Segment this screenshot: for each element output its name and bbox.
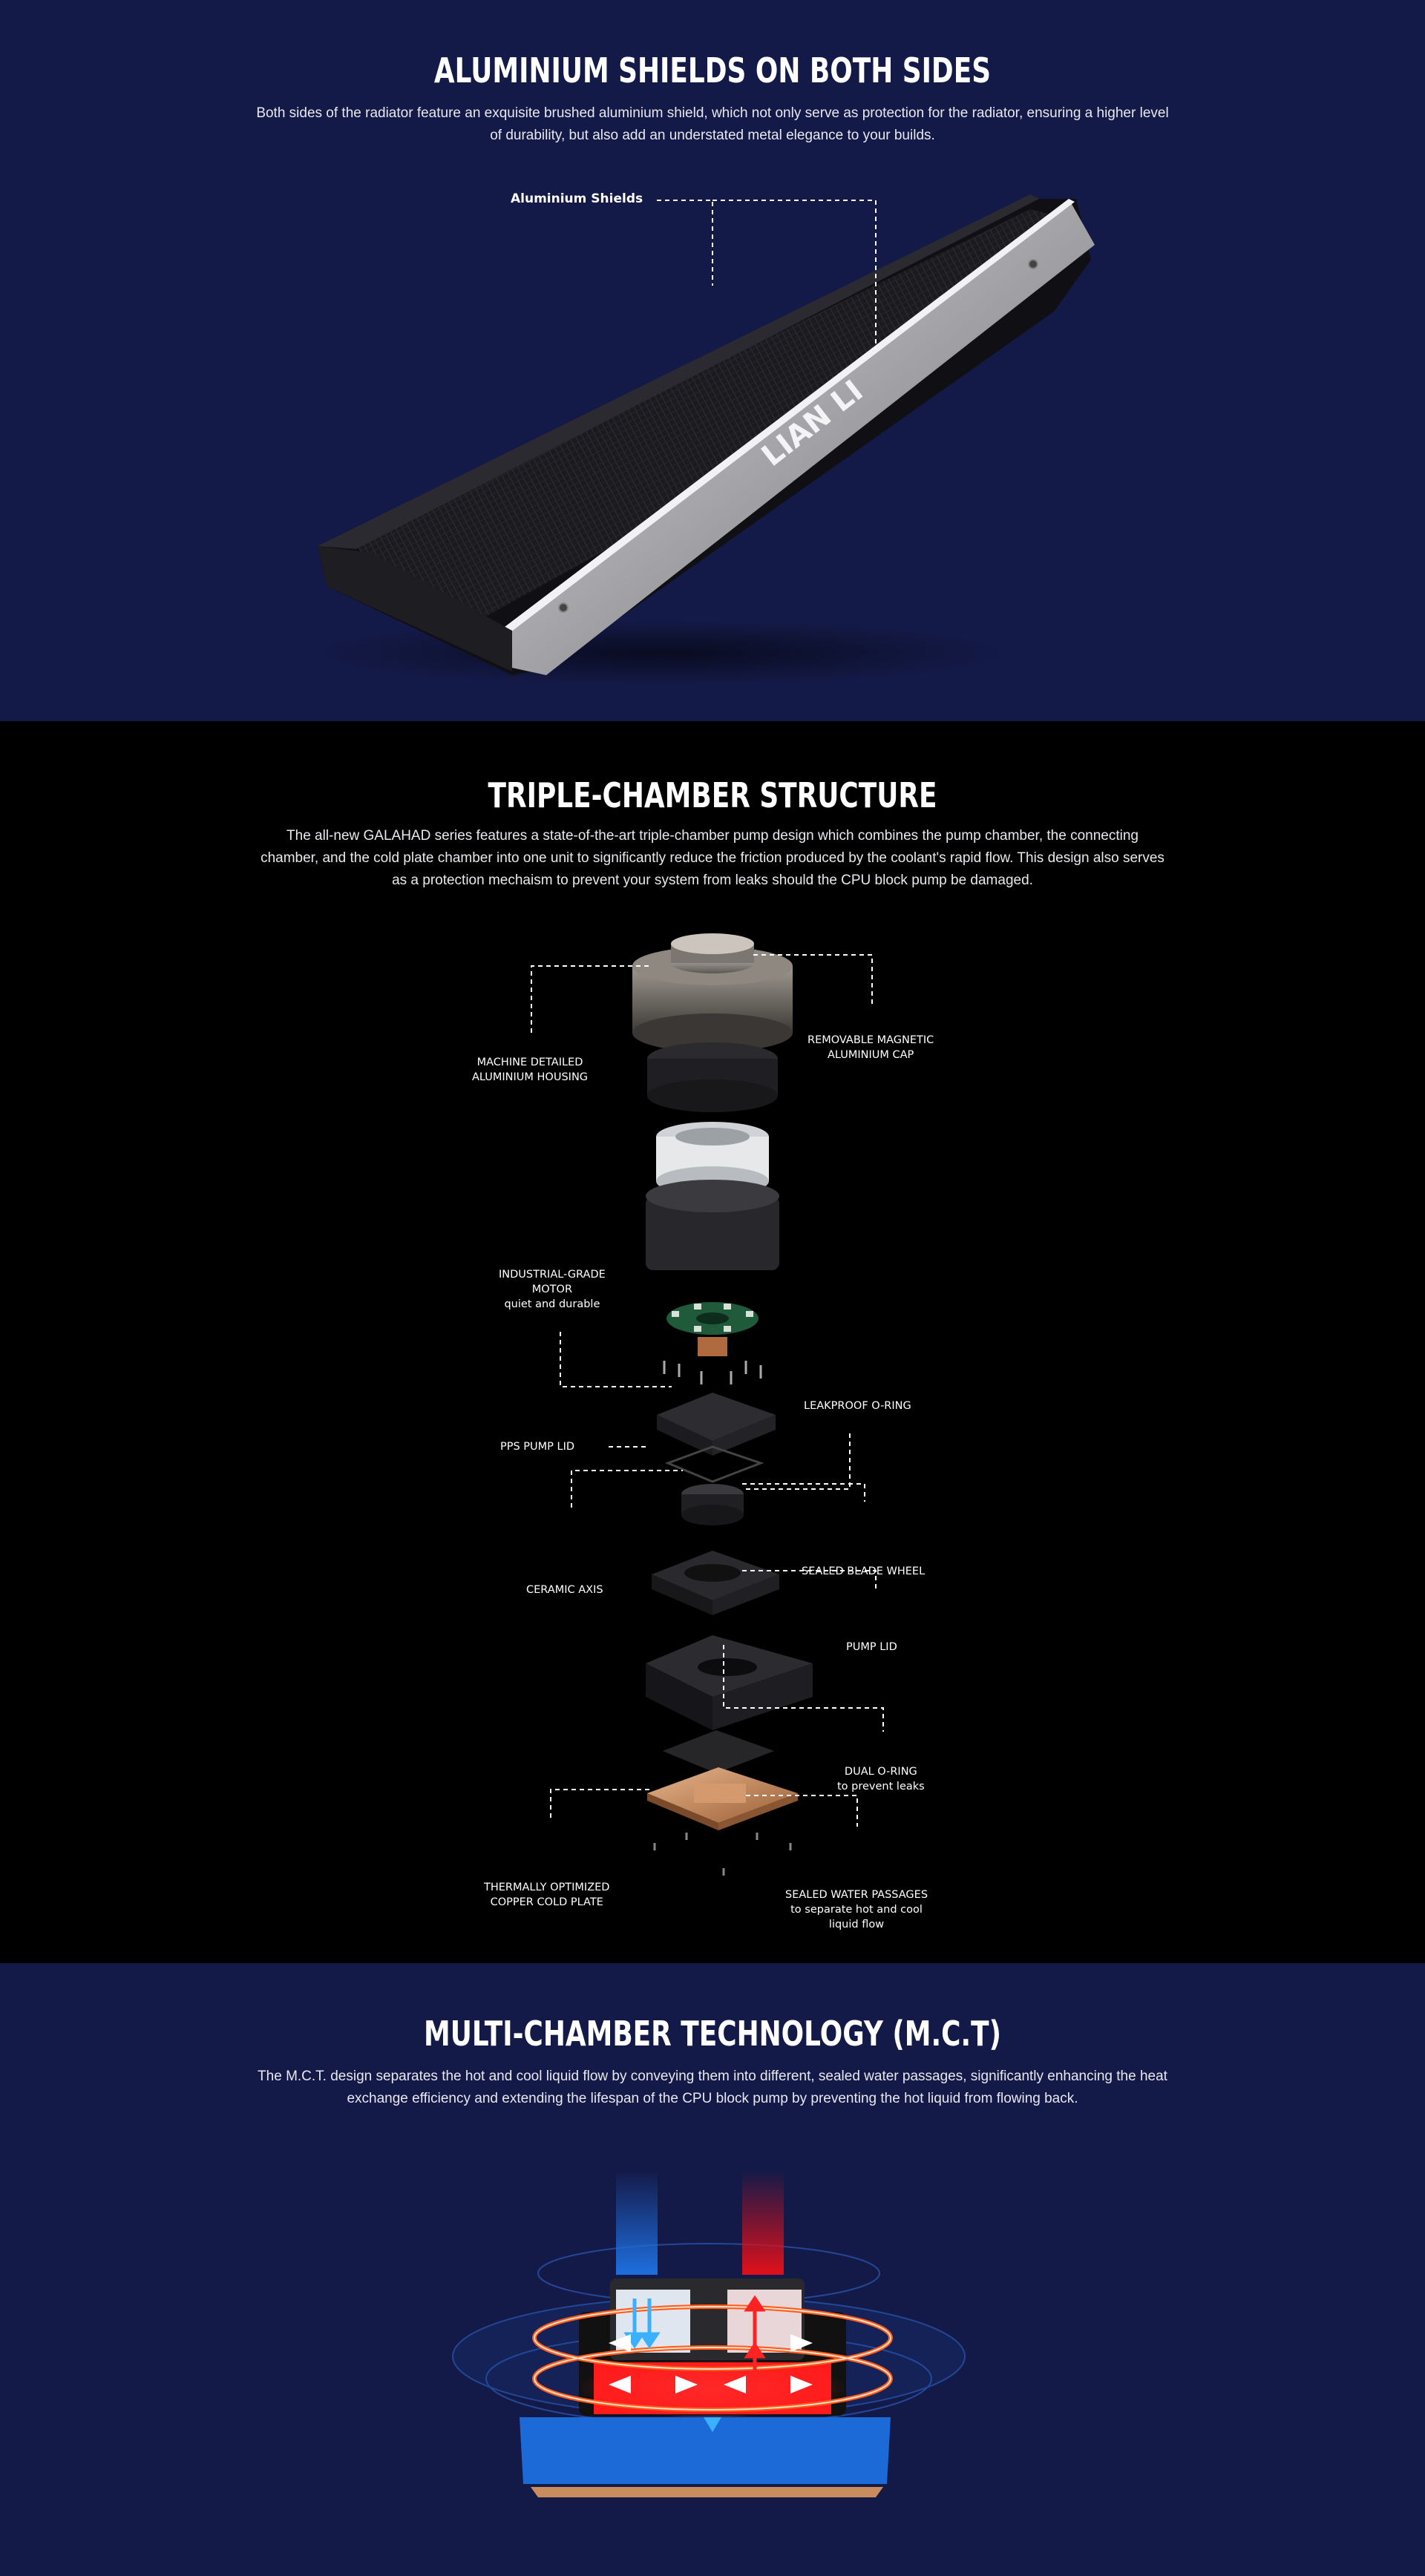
section-description: The M.C.T. design separates the hot and … — [258, 2069, 1167, 2106]
exploded-pump-diagram — [531, 933, 884, 1876]
label-blade: SEALED BLADE WHEEL — [802, 1565, 926, 1577]
label-motor: INDUSTRIAL-GRADE MOTOR quiet and durable — [499, 1269, 606, 1310]
section-title: MULTI-CHAMBER TECHNOLOGY (M.C.T) — [424, 2014, 1001, 2054]
label-ceramic: CERAMIC AXIS — [526, 1584, 603, 1596]
label-oring: LEAKPROOF O-RING — [804, 1400, 911, 1412]
section-description: The all-new GALAHAD series features a st… — [261, 828, 1164, 888]
label-pps-lid: PPS PUMP LID — [500, 1441, 575, 1453]
section-title: TRIPLE-CHAMBER STRUCTURE — [488, 775, 937, 815]
label-dual-oring: DUAL O-RING to prevent leaks — [837, 1766, 925, 1793]
label-passages: SEALED WATER PASSAGES to separate hot an… — [785, 1889, 928, 1931]
triple-chamber-section: TRIPLE-CHAMBER STRUCTURE The all-new GAL… — [0, 721, 1425, 1963]
copper-cold-plate — [647, 1767, 798, 1830]
mct-section: MULTI-CHAMBER TECHNOLOGY (M.C.T) The M.C… — [0, 1963, 1425, 2576]
label-housing: MACHINE DETAILED ALUMINIUM HOUSING — [472, 1057, 589, 1083]
callout-aluminium-shields: Aluminium Shields — [511, 191, 643, 206]
aluminium-shield — [505, 199, 1095, 675]
section-description: Both sides of the radiator feature an ex… — [256, 105, 1169, 143]
aluminium-housing — [632, 933, 793, 1052]
mct-illustration — [452, 2171, 966, 2497]
label-copper: THERMALLY OPTIMIZED COPPER COLD PLATE — [484, 1882, 610, 1908]
aluminium-shields-section: ALUMINIUM SHIELDS ON BOTH SIDES Both sid… — [0, 0, 1425, 721]
label-pump-lid: PUMP LID — [846, 1641, 897, 1653]
radiator-illustration: LIAN LI — [304, 194, 1095, 686]
label-cap: REMOVABLE MAGNETIC ALUMINIUM CAP — [808, 1034, 934, 1061]
section-title: ALUMINIUM SHIELDS ON BOTH SIDES — [433, 50, 992, 91]
